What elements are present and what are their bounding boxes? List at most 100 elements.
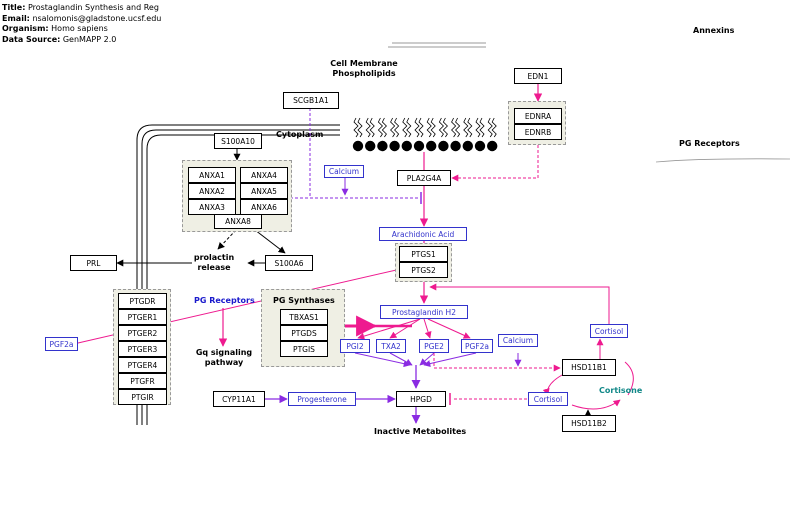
lipid-tail bbox=[381, 117, 387, 138]
lipid-head bbox=[426, 140, 437, 152]
metabolite-cortisol-bottom[interactable]: Cortisol bbox=[528, 392, 568, 406]
lipid-head bbox=[462, 140, 473, 152]
metabolite-arachidonic-acid[interactable]: Arachidonic Acid bbox=[379, 227, 467, 241]
pathway-title: Prostaglandin Synthesis and Reg bbox=[27, 3, 159, 12]
lipid-tail bbox=[475, 117, 481, 138]
gene-ptger4[interactable]: PTGER4 bbox=[118, 357, 167, 373]
gene-hsd11b2[interactable]: HSD11B2 bbox=[562, 415, 616, 432]
gene-ptgdr[interactable]: PTGDR bbox=[118, 293, 167, 309]
lipid-tail bbox=[402, 117, 408, 138]
gene-ptger1[interactable]: PTGER1 bbox=[118, 309, 167, 325]
metabolite-pgf2a-left[interactable]: PGF2a bbox=[45, 337, 78, 351]
gene-ednrb[interactable]: EDNRB bbox=[514, 124, 562, 140]
edge-cycle-2 bbox=[571, 399, 621, 410]
lipid-head bbox=[377, 140, 388, 152]
gene-edn1[interactable]: EDN1 bbox=[514, 68, 562, 84]
pg-receptors-label: PG Receptors bbox=[194, 296, 255, 305]
cell-membrane-label: Cell Membrane Phospholipids bbox=[330, 59, 398, 78]
metabolite-cortisol-top[interactable]: Cortisol bbox=[590, 324, 628, 338]
cytoplasm-label: Cytoplasm bbox=[276, 130, 324, 139]
organism-label: Organism: bbox=[2, 24, 49, 33]
lipid-tail bbox=[365, 117, 371, 138]
cell-membrane bbox=[141, 129, 340, 425]
gene-prl[interactable]: PRL bbox=[70, 255, 117, 271]
author-email: nsalomonis@gladstone.ucsf.edu bbox=[32, 13, 162, 23]
pathway-info: Title: Prostaglandin Synthesis and Reg E… bbox=[2, 3, 161, 45]
organism: Homo sapiens bbox=[51, 24, 108, 33]
gene-s100a6[interactable]: S100A6 bbox=[265, 255, 313, 271]
gene-hsd11b1[interactable]: HSD11B1 bbox=[562, 359, 616, 376]
lipid-tail bbox=[414, 117, 420, 138]
gene-anxa2[interactable]: ANXA2 bbox=[188, 183, 236, 199]
edge-annexin-prolactin bbox=[217, 229, 237, 250]
lipid-tail bbox=[353, 117, 359, 138]
lipid-head bbox=[487, 140, 498, 152]
gene-cyp11a1[interactable]: CYP11A1 bbox=[213, 391, 265, 407]
gene-tbxas1[interactable]: TBXAS1 bbox=[280, 309, 328, 325]
pg-synthases-label: PG Synthases bbox=[273, 296, 335, 305]
inactive-metabolites-label: Inactive Metabolites bbox=[374, 427, 467, 436]
gene-ptger2[interactable]: PTGER2 bbox=[118, 325, 167, 341]
lipid-tail bbox=[487, 117, 493, 138]
gene-pla2g4a[interactable]: PLA2G4A bbox=[397, 170, 451, 186]
cortisone-label: Cortisone bbox=[599, 386, 643, 395]
gene-scgb1a1[interactable]: SCGB1A1 bbox=[283, 92, 339, 109]
cell-membrane bbox=[146, 134, 340, 425]
lipid-tail bbox=[426, 117, 432, 138]
title-label: Title: bbox=[2, 3, 26, 12]
gene-ptgis[interactable]: PTGIS bbox=[280, 341, 328, 357]
gene-anxa4[interactable]: ANXA4 bbox=[240, 167, 288, 183]
edge-ednr-pla2g4a bbox=[451, 145, 539, 182]
gene-hpgd[interactable]: HPGD bbox=[396, 391, 446, 407]
gene-ptgfr[interactable]: PTGFR bbox=[118, 373, 167, 389]
lipid-head bbox=[365, 140, 376, 152]
metabolite-prostaglandin-h2[interactable]: Prostaglandin H2 bbox=[380, 305, 468, 319]
prolactin-release-label: prolactin release bbox=[193, 253, 235, 272]
lipid-tail bbox=[430, 117, 436, 138]
lipid-head bbox=[401, 140, 412, 152]
gene-ednra[interactable]: EDNRA bbox=[514, 108, 562, 124]
metabolite-pge2[interactable]: PGE2 bbox=[419, 339, 449, 353]
lipid-head bbox=[438, 140, 449, 152]
gene-anxa3[interactable]: ANXA3 bbox=[188, 199, 236, 215]
metabolite-pgf2a-right[interactable]: PGF2a bbox=[461, 339, 493, 353]
lipid-tail bbox=[406, 117, 412, 138]
gene-ptgds[interactable]: PTGDS bbox=[280, 325, 328, 341]
lipid-head bbox=[413, 140, 425, 152]
metabolite-txa2[interactable]: TXA2 bbox=[376, 339, 406, 353]
gene-anxa8[interactable]: ANXA8 bbox=[214, 214, 262, 229]
lipid-tail bbox=[463, 117, 469, 138]
gene-s100a10[interactable]: S100A10 bbox=[214, 133, 262, 149]
gq-pathway-label: Gq signaling pathway bbox=[195, 348, 253, 367]
metabolite-progesterone[interactable]: Progesterone bbox=[288, 392, 356, 406]
lipid-tail bbox=[377, 117, 383, 138]
lipid-tail bbox=[369, 117, 375, 138]
data-source: GenMAPP 2.0 bbox=[62, 34, 117, 44]
cell-membrane bbox=[136, 124, 340, 425]
lipid-tail bbox=[455, 117, 461, 138]
pg-to-hpgd bbox=[354, 352, 477, 389]
gene-ptgs1[interactable]: PTGS1 bbox=[399, 246, 448, 262]
gene-anxa5[interactable]: ANXA5 bbox=[240, 183, 288, 199]
lipid-head bbox=[352, 140, 364, 152]
metabolite-calcium-1[interactable]: Calcium bbox=[324, 165, 364, 178]
metabolite-pgi2[interactable]: PGI2 bbox=[340, 339, 370, 353]
lipid-tail bbox=[418, 117, 424, 138]
gene-anxa1[interactable]: ANXA1 bbox=[188, 167, 236, 183]
gene-ptger3[interactable]: PTGER3 bbox=[118, 341, 167, 357]
gene-ptgs2[interactable]: PTGS2 bbox=[399, 262, 448, 278]
lipid-tail bbox=[357, 117, 363, 138]
gene-ptgir[interactable]: PTGIR bbox=[118, 389, 167, 405]
phospholipid-bilayer bbox=[352, 117, 498, 152]
gene-anxa6[interactable]: ANXA6 bbox=[240, 199, 288, 215]
edge-annexin-s100a6 bbox=[254, 229, 286, 254]
lipid-tail bbox=[467, 117, 473, 138]
email-label: Email: bbox=[2, 13, 30, 23]
metabolite-calcium-2[interactable]: Calcium bbox=[498, 334, 538, 347]
source-label: Data Source: bbox=[2, 34, 61, 44]
lipid-tail bbox=[390, 117, 396, 138]
annexins-label: Annexins bbox=[693, 26, 735, 35]
lipid-tail bbox=[479, 117, 485, 138]
lipid-tail bbox=[451, 117, 457, 138]
